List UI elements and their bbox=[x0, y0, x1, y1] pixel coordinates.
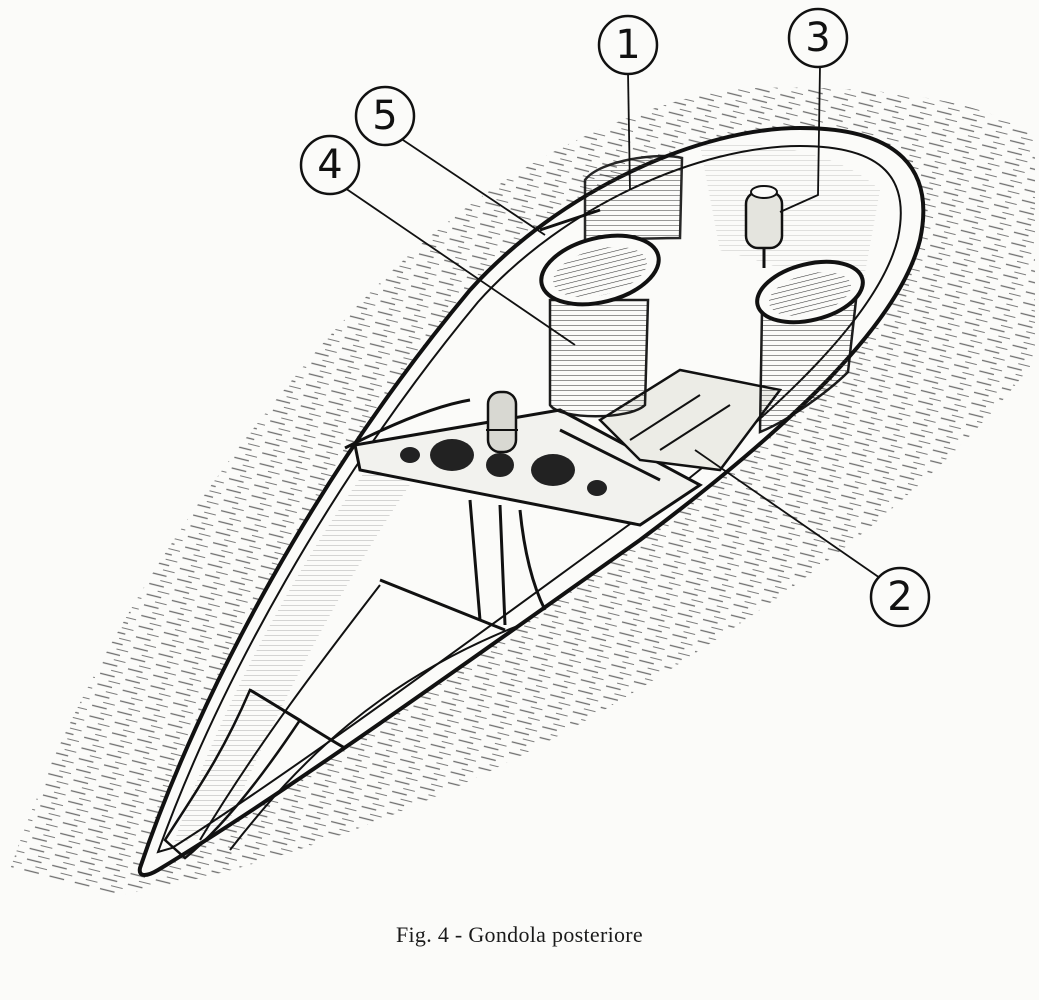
callout-2: 2 bbox=[869, 566, 931, 628]
svg-text:2: 2 bbox=[887, 574, 912, 620]
left-wall bbox=[172, 450, 420, 848]
tube-front bbox=[548, 298, 650, 418]
svg-text:3: 3 bbox=[805, 15, 830, 61]
callout-1: 1 bbox=[597, 14, 659, 76]
bulkhead-hole bbox=[400, 447, 420, 463]
bulkhead-hole bbox=[430, 439, 474, 471]
center-instrument bbox=[486, 390, 518, 454]
bulkhead-hole bbox=[587, 480, 607, 496]
gondola-illustration: 1 3 5 4 2 bbox=[10, 7, 1035, 895]
callout-3: 3 bbox=[787, 7, 849, 69]
figure-caption: Fig. 4 - Gondola posteriore bbox=[395, 922, 643, 947]
bulkhead-supports bbox=[468, 499, 547, 626]
floor-stringer bbox=[199, 584, 521, 851]
tube-right bbox=[758, 298, 858, 434]
callout-4: 4 bbox=[299, 134, 361, 196]
svg-text:1: 1 bbox=[615, 22, 640, 68]
control-rods bbox=[344, 208, 661, 482]
bulkhead-hole bbox=[486, 453, 514, 477]
instrument-bulkhead bbox=[353, 408, 703, 527]
leader-lines bbox=[344, 65, 881, 579]
bulkhead-hole bbox=[531, 454, 575, 486]
back-panel bbox=[583, 154, 684, 242]
nose-pocket bbox=[163, 688, 302, 860]
svg-text:5: 5 bbox=[372, 93, 397, 139]
callout-5: 5 bbox=[354, 85, 416, 147]
svg-text:4: 4 bbox=[317, 142, 342, 188]
canister bbox=[744, 190, 784, 250]
